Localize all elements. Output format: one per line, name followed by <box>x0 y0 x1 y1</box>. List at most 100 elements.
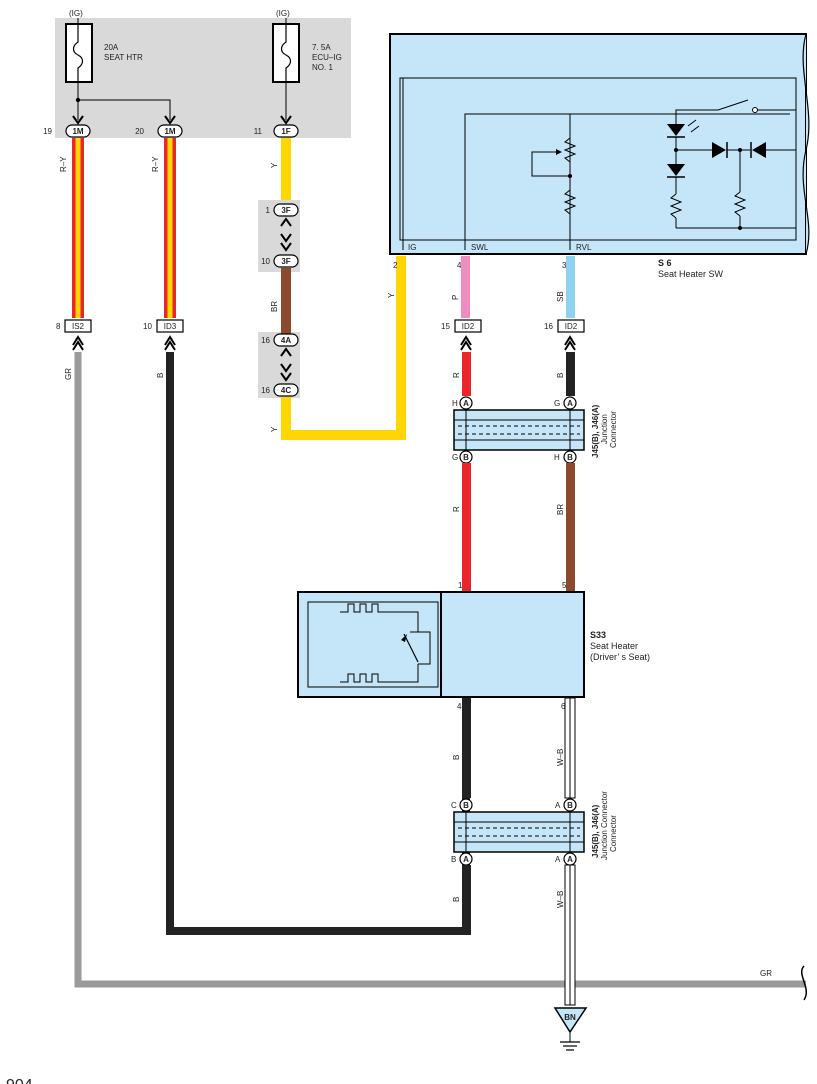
j2-tr-pin: A <box>555 801 561 810</box>
fuse-block <box>55 18 351 138</box>
connector-4c: 4C <box>281 386 291 395</box>
wire-b-3 <box>462 698 471 798</box>
wire-b-2 <box>566 352 575 396</box>
wire-label-b4: B <box>452 897 461 902</box>
j1-label2: Connector <box>609 411 618 448</box>
wire-p <box>461 256 470 318</box>
j2-tr-id: B <box>567 801 573 810</box>
wire-label-y2: Y <box>270 426 279 432</box>
pin-15: 15 <box>441 322 450 331</box>
switch-pin-4: 4 <box>457 261 462 270</box>
wire-label-b3: B <box>452 755 461 760</box>
heater-pin-4: 4 <box>457 702 462 711</box>
connector-is2: IS2 <box>72 322 85 331</box>
wire-b-4 <box>462 865 471 935</box>
thermostat-icon <box>403 633 419 663</box>
wire-sb <box>566 256 575 318</box>
page-number: 904 <box>6 1077 33 1084</box>
wire-r-1 <box>462 352 471 396</box>
connector-3f-a: 3F <box>281 206 290 215</box>
heater-element-icon <box>340 603 386 613</box>
connector-1f: 1F <box>281 127 290 136</box>
wire-label-gr2: GR <box>760 969 772 978</box>
wire-label-wb2: W–B <box>556 891 565 908</box>
switch-pin-rvl: RVL <box>576 243 592 252</box>
j2-br-id: A <box>567 855 573 864</box>
wire-label-r1: R <box>452 372 461 378</box>
fuse-symbol-icon <box>72 24 84 82</box>
wire-label-br2: BR <box>556 504 565 515</box>
wire-br-1 <box>281 268 291 334</box>
wire-label-sb: SB <box>556 291 565 302</box>
switch-pin-swl: SWL <box>471 243 489 252</box>
j2-label2: Connector <box>609 815 618 852</box>
switch-name: Seat Heater SW <box>658 269 724 279</box>
j1-br-pin: H <box>554 453 560 462</box>
fuse-symbol-icon <box>280 24 292 82</box>
j1-br-id: B <box>567 453 573 462</box>
wire-y-1 <box>281 138 291 206</box>
switch-pin-ig: IG <box>408 243 416 252</box>
fuse2-name: ECU–IG <box>312 53 342 62</box>
j2-bl-pin: B <box>451 855 456 864</box>
j1-code: J45(B), J46(A) <box>591 404 600 458</box>
heater-pin-6: 6 <box>561 702 566 711</box>
pin-11: 11 <box>254 127 263 136</box>
j2-bl-id: A <box>463 855 469 864</box>
heater-name: Seat Heater <box>590 641 638 651</box>
pin-19: 19 <box>43 127 52 136</box>
led-icon <box>667 124 685 136</box>
heater-code: S33 <box>590 630 606 640</box>
wire-label-ry1: R–Y <box>59 156 68 172</box>
wire-label-gr1: GR <box>64 368 73 380</box>
j1-tl-pin: H <box>452 399 458 408</box>
heater-pin-5: 5 <box>562 581 567 590</box>
junction-connector-2: B C B A A B A A <box>451 798 585 866</box>
pin-20: 20 <box>135 127 144 136</box>
ig-label-right: (IG) <box>276 9 290 18</box>
pin-3f-10: 10 <box>261 257 270 266</box>
j1-label1: Junction <box>600 414 609 444</box>
pin-3f-1: 1 <box>266 206 271 215</box>
wire-br-2 <box>566 463 575 591</box>
fuse1-name: SEAT HTR <box>104 53 143 62</box>
pin-16: 16 <box>544 322 553 331</box>
connector-1m-b: 1M <box>164 127 175 136</box>
j1-bl-id: B <box>463 453 469 462</box>
connector-4a: 4A <box>281 336 291 345</box>
wire-label-b2: B <box>556 373 565 378</box>
wire-label-y1: Y <box>270 162 279 168</box>
j1-tr-id: A <box>567 399 573 408</box>
wire-y-route <box>281 256 406 440</box>
fuse2-amp: 7. 5A <box>312 43 331 52</box>
heater-name2: (Driver’ s Seat) <box>590 652 650 662</box>
junction-connector-1: A H A G B G B H <box>452 396 585 464</box>
heater-pin-1: 1 <box>458 581 463 590</box>
wire-label-ry2: R–Y <box>151 156 160 172</box>
connector-id3: ID3 <box>164 322 177 331</box>
wire-label-wb1: W–B <box>556 749 565 766</box>
ground-bn: BN <box>553 1007 588 1051</box>
j1-tr-pin: G <box>554 399 560 408</box>
wire-label-r2: R <box>452 506 461 512</box>
j2-tl-pin: C <box>451 801 457 810</box>
ground-id: BN <box>564 1013 576 1022</box>
wire-r-2 <box>462 463 471 591</box>
wire-label-p: P <box>451 295 460 300</box>
connector-3f-b: 3F <box>281 257 290 266</box>
wire-label-br1: BR <box>270 301 279 312</box>
j1-bl-pin: G <box>452 453 458 462</box>
j2-code: J45(B), J46(A) <box>591 804 600 858</box>
diode-icon <box>667 164 685 176</box>
switch-pin-3: 3 <box>562 261 567 270</box>
wire-label-y3: Y <box>387 292 396 298</box>
wire-label-b1: B <box>156 373 165 378</box>
switch-code: S 6 <box>658 258 672 268</box>
pin-4c-16: 16 <box>261 386 270 395</box>
pin-10: 10 <box>143 322 152 331</box>
connector-id2-a: ID2 <box>462 322 475 331</box>
j2-br-pin: A <box>555 855 561 864</box>
wire-gr <box>74 352 806 988</box>
seat-heater <box>297 591 585 698</box>
